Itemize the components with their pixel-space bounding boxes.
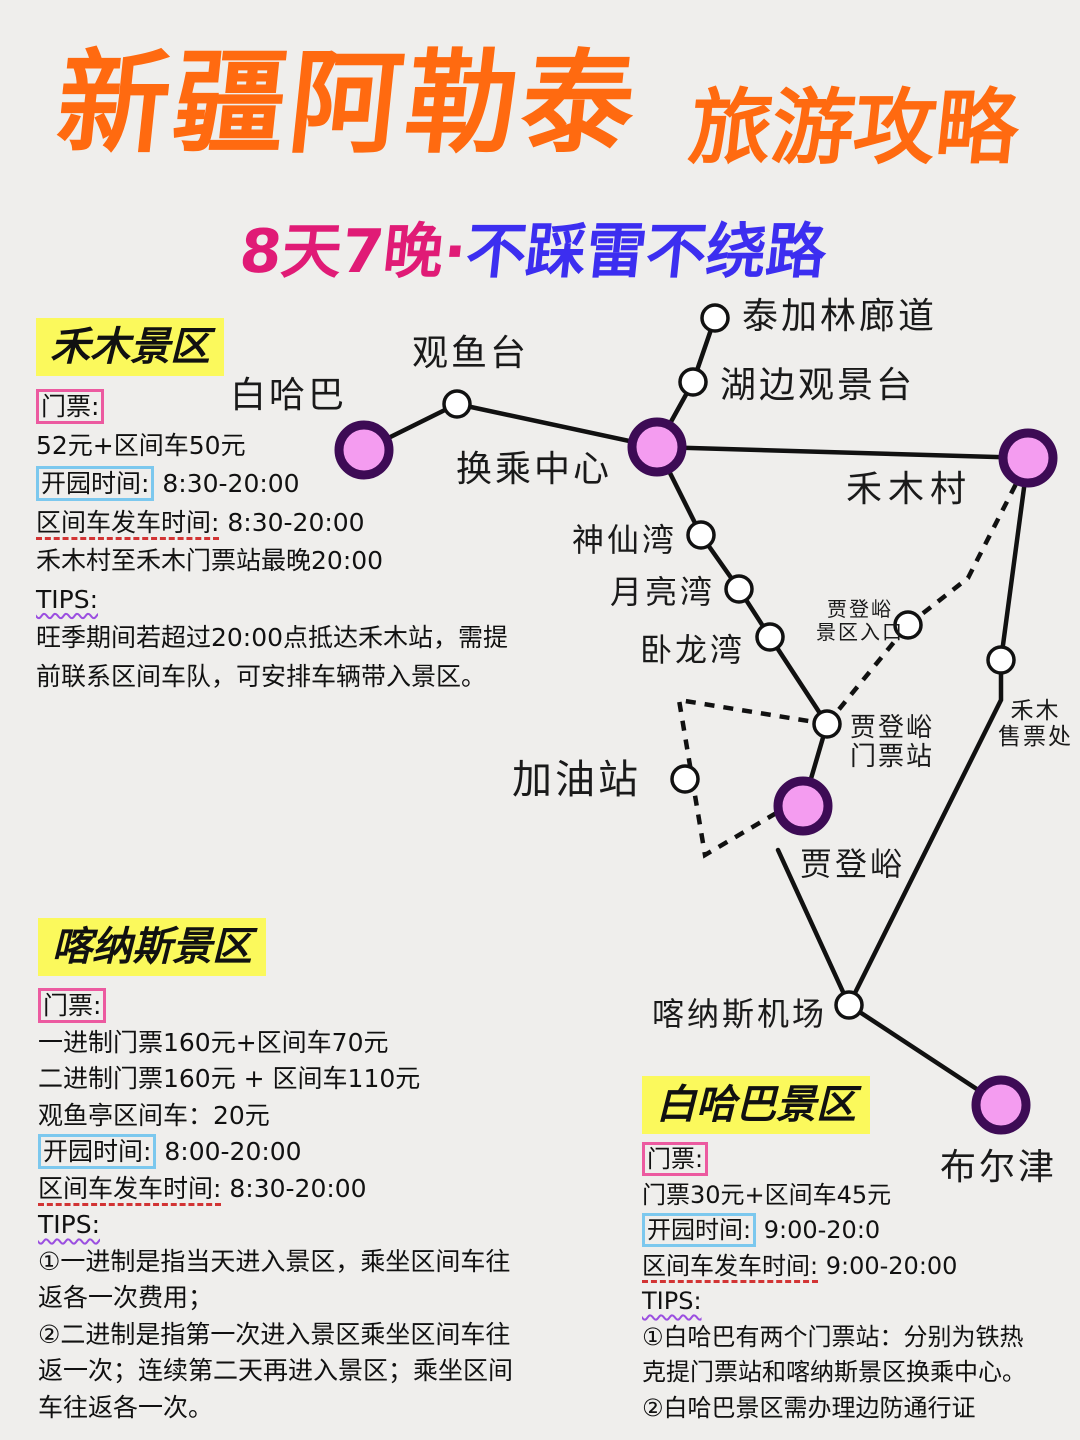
baihaba-open-label: 开园时间: bbox=[642, 1213, 757, 1247]
kanas-tip-line: 返一次；连续第二天再进入景区；乘坐区间 bbox=[38, 1356, 514, 1385]
map-label-burqin: 布尔津 bbox=[940, 1147, 1058, 1188]
stop-wolongwan-icon bbox=[755, 622, 785, 652]
hub-baihaba-icon bbox=[334, 420, 394, 480]
map-label-jiadengyu-gate-line2: 门票站 bbox=[850, 741, 935, 772]
baihaba-tips-label: TIPS: bbox=[642, 1287, 702, 1315]
kanas-info: 门票: 一进制门票160元+区间车70元 二进制门票160元 + 区间车110元… bbox=[38, 988, 513, 1426]
dashed-route-gate-entrance bbox=[825, 623, 910, 726]
hemu-tip-line: 前联系区间车队，可安排车辆带入景区。 bbox=[36, 661, 487, 691]
kanas-bus-value: 8:30-20:00 bbox=[221, 1173, 367, 1203]
stop-shenxianwan-icon bbox=[686, 520, 716, 550]
hub-hemucun-icon bbox=[998, 428, 1058, 488]
map-label-jiayouzhan: 加油站 bbox=[512, 757, 641, 803]
kanas-tips-label: TIPS: bbox=[38, 1210, 101, 1239]
stop-yueliangwan-icon bbox=[724, 574, 754, 604]
baihaba-section-title: 白哈巴景区 bbox=[642, 1076, 870, 1134]
stop-kanas-airport-icon bbox=[834, 990, 864, 1020]
map-label-taijialin: 泰加林廊道 bbox=[742, 296, 938, 337]
hub-jiadengyu-icon bbox=[773, 776, 833, 836]
baihaba-tip-line: ①白哈巴有两个门票站：分别为铁热 bbox=[642, 1322, 1024, 1351]
stop-hemu-ticket-icon bbox=[986, 645, 1016, 675]
hemu-tips-label: TIPS: bbox=[36, 584, 99, 614]
map-label-jiadengyu-entrance: 贾登峪景区入口 bbox=[816, 598, 904, 644]
kanas-tip-line: 返各一次费用； bbox=[38, 1283, 214, 1312]
kanas-bus-label: 区间车发车时间: bbox=[38, 1173, 222, 1206]
map-label-jiadengyu-entrance-line1: 贾登峪 bbox=[827, 597, 893, 621]
route-huancheng-hemucun bbox=[654, 444, 1031, 461]
kanas-open-value: 8:00-20:00 bbox=[156, 1137, 302, 1166]
stop-jiadengyu-gate-icon bbox=[812, 709, 842, 739]
map-label-huancheng: 换乘中心 bbox=[456, 449, 613, 490]
baihaba-bus-label: 区间车发车时间: bbox=[642, 1251, 819, 1283]
kanas-price-line: 一进制门票160元+区间车70元 bbox=[38, 1027, 389, 1057]
route-jiadengyu-airport bbox=[775, 847, 852, 1008]
hemu-note: 禾木村至禾木门票站最晚20:00 bbox=[36, 546, 384, 575]
baihaba-ticket-value: 门票30元+区间车45元 bbox=[642, 1180, 892, 1209]
stop-taijialin-icon bbox=[700, 303, 730, 333]
map-label-wolongwan: 卧龙湾 bbox=[640, 631, 746, 669]
hemu-bus-value: 8:30-20:00 bbox=[219, 507, 365, 537]
baihaba-open-value: 9:00-20:0 bbox=[756, 1216, 881, 1244]
baihaba-tip-line: ②白哈巴景区需办理边防通行证 bbox=[642, 1393, 976, 1422]
baihaba-tip-line: 克提门票站和喀纳斯景区换乘中心。 bbox=[642, 1358, 1026, 1386]
hub-burqin-icon bbox=[971, 1075, 1031, 1135]
stop-jiayouzhan-icon bbox=[670, 764, 700, 794]
route-hemucun-hemuticket bbox=[998, 455, 1031, 663]
hemu-ticket-value: 52元+区间车50元 bbox=[36, 430, 246, 460]
hemu-ticket-label: 门票: bbox=[36, 389, 105, 424]
kanas-price-line: 观鱼亭区间车：20元 bbox=[38, 1100, 270, 1130]
map-label-yueliangwan: 月亮湾 bbox=[610, 573, 716, 611]
map-label-baihaba: 白哈巴 bbox=[230, 375, 348, 416]
stop-jiadengyu-entrance-icon bbox=[893, 610, 923, 640]
map-label-kanas-airport: 喀纳斯机场 bbox=[652, 995, 828, 1033]
hemu-open-label: 开园时间: bbox=[36, 466, 155, 501]
map-label-jiadengyu: 贾登峪 bbox=[800, 845, 906, 883]
hemu-info: 门票: 52元+区间车50元 开园时间: 8:30-20:00 区间车发车时间:… bbox=[36, 388, 508, 696]
kanas-open-label: 开园时间: bbox=[38, 1134, 157, 1169]
map-label-shenxianwan: 神仙湾 bbox=[572, 521, 678, 559]
hemu-tip-line: 旺季期间若超过20:00点抵达禾木站，需提 bbox=[36, 623, 509, 652]
kanas-section-title: 喀纳斯景区 bbox=[38, 918, 266, 976]
kanas-tip-line: 车往返各一次。 bbox=[38, 1392, 214, 1422]
stop-guanyutai-icon bbox=[442, 389, 472, 419]
hemu-section-title: 禾木景区 bbox=[36, 318, 224, 376]
baihaba-ticket-label: 门票: bbox=[642, 1142, 709, 1176]
stop-hubian-icon bbox=[678, 367, 708, 397]
map-label-jiadengyu-entrance-line2: 景区入口 bbox=[816, 620, 904, 644]
kanas-price-line: 二进制门票160元 + 区间车110元 bbox=[38, 1064, 421, 1093]
baihaba-info: 门票: 门票30元+区间车45元 开园时间: 9:00-20:0 区间车发车时间… bbox=[642, 1142, 1026, 1426]
map-label-jiadengyu-gate-line1: 贾登峪 bbox=[850, 713, 935, 743]
map-label-hemu-ticket: 禾木售票处 bbox=[998, 698, 1073, 751]
route-airport-burqin bbox=[846, 1002, 1004, 1108]
kanas-tip-line: ②二进制是指第一次进入景区乘坐区间车往 bbox=[38, 1319, 511, 1349]
route-hemuticket-airport bbox=[846, 657, 1004, 1008]
map-label-jiadengyu-gate: 贾登峪门票站 bbox=[850, 714, 934, 771]
map-label-hemu-ticket-line2: 售票处 bbox=[998, 724, 1073, 751]
hemu-open-value: 8:30-20:00 bbox=[154, 469, 300, 498]
dashed-route-entrance-hemucun bbox=[906, 478, 1021, 627]
baihaba-bus-value: 9:00-20:00 bbox=[818, 1251, 958, 1280]
kanas-tip-line: ①一进制是指当天进入景区，乘坐区间车往 bbox=[38, 1246, 511, 1276]
hemu-bus-label: 区间车发车时间: bbox=[36, 507, 220, 540]
map-label-hubian: 湖边观景台 bbox=[720, 365, 916, 406]
map-label-hemucun: 禾木村 bbox=[846, 469, 973, 510]
map-label-guanyutai: 观鱼台 bbox=[412, 333, 530, 374]
kanas-ticket-label: 门票: bbox=[38, 988, 107, 1023]
route-guanyutai-huancheng bbox=[454, 401, 660, 450]
map-label-hemu-ticket-line1: 禾木 bbox=[1010, 698, 1061, 724]
hub-huancheng-icon bbox=[627, 417, 687, 477]
